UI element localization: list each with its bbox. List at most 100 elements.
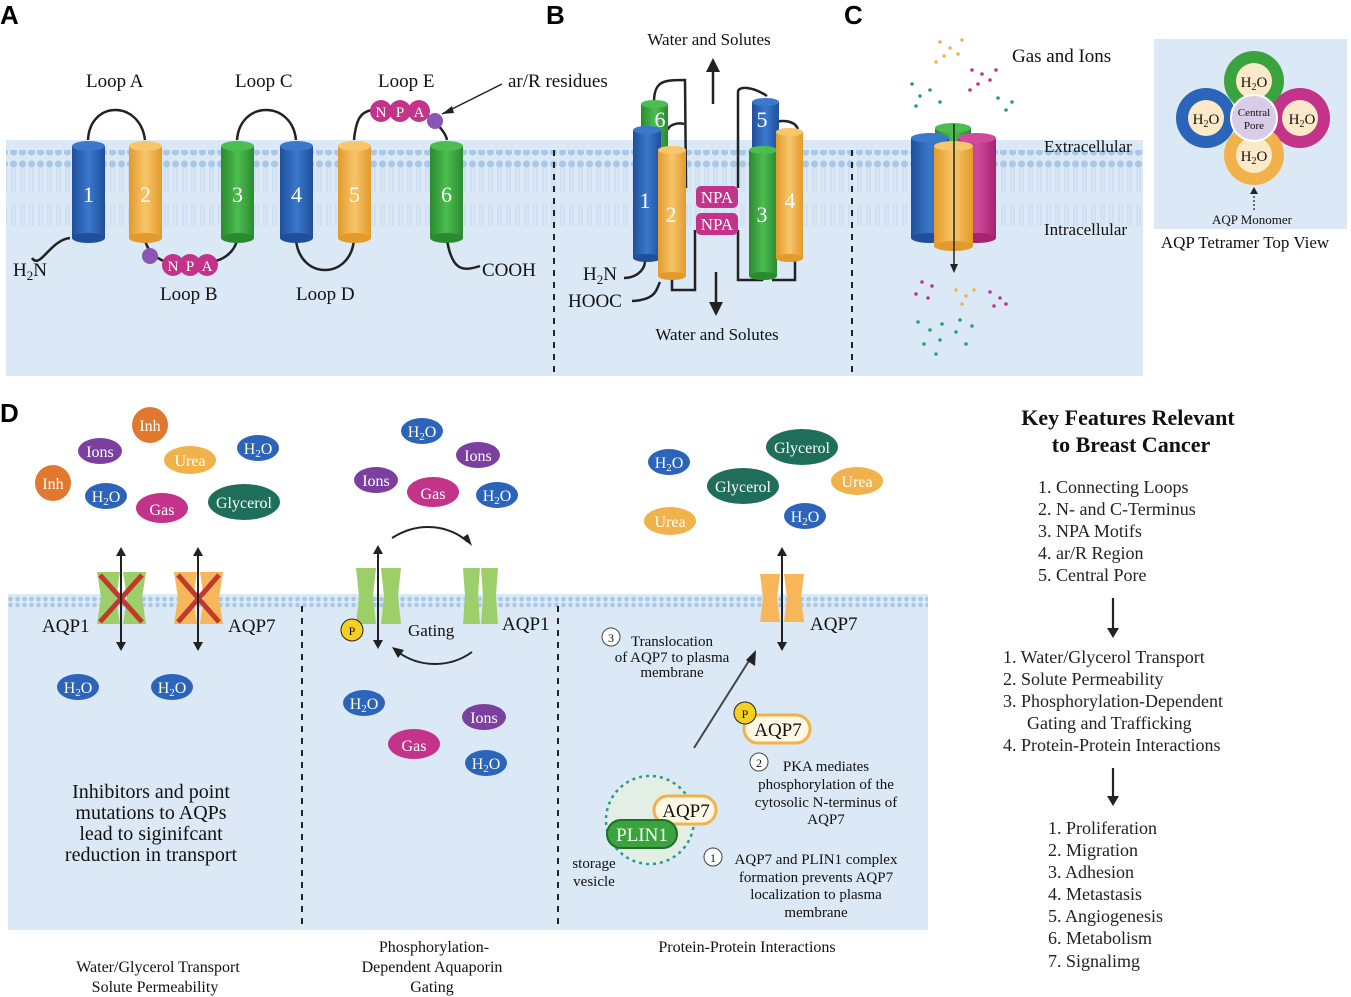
caption-sub2-line-3: Gating xyxy=(410,979,454,996)
list1-item: 5. Central Pore xyxy=(1038,565,1146,585)
svg-text:1: 1 xyxy=(83,182,94,207)
npa-box-top: NPA xyxy=(696,186,738,208)
svg-text:A: A xyxy=(202,259,213,275)
svg-text:P: P xyxy=(349,624,356,638)
svg-text:2: 2 xyxy=(666,202,677,227)
water-molecule: H2O xyxy=(465,750,507,776)
caption-sub2-line-1: Phosphorylation- xyxy=(379,939,489,956)
n-terminus-label: H2N xyxy=(13,260,47,283)
svg-text:Urea: Urea xyxy=(654,514,685,531)
water-molecule: H2O xyxy=(237,435,279,461)
aqp1-open-channel: P xyxy=(340,545,401,649)
svg-text:2: 2 xyxy=(140,182,151,207)
svg-text:Gas: Gas xyxy=(150,502,175,519)
svg-text:H2O: H2O xyxy=(64,680,93,699)
svg-text:H2O: H2O xyxy=(1289,112,1316,130)
helix-3: 3 xyxy=(221,141,254,243)
svg-text:5: 5 xyxy=(757,107,768,132)
svg-text:Ions: Ions xyxy=(464,448,492,465)
inhibitor-text-line-1: Inhibitors and point xyxy=(72,781,230,803)
list1-item: 1. Connecting Loops xyxy=(1038,477,1189,497)
step3-line-1: Translocation xyxy=(631,634,713,650)
svg-text:H2O: H2O xyxy=(1241,75,1268,93)
aqp-tetramer-side-view xyxy=(911,123,996,273)
list2-item: 1. Water/Glycerol Transport xyxy=(1003,647,1205,667)
svg-text:H2O: H2O xyxy=(472,756,501,775)
list3-item: 2. Migration xyxy=(1048,840,1138,860)
svg-text:4: 4 xyxy=(291,182,302,207)
glycerol-molecule: Glycerol xyxy=(208,484,280,520)
gas-molecule: Gas xyxy=(388,729,440,759)
svg-text:A: A xyxy=(414,105,425,121)
water-molecule: H2O xyxy=(401,418,443,444)
ppi-subpanel: Glycerol H2O Glycerol Urea H2O Urea AQP7… xyxy=(572,429,898,956)
ar-r-residues-label: ar/R residues xyxy=(508,71,608,92)
loop-e-label: Loop E xyxy=(378,71,434,92)
aqp1-channel-blocked xyxy=(97,547,146,651)
storage-label-line-1: storage xyxy=(572,856,616,872)
panel-b-top-label: Water and Solutes xyxy=(647,30,770,49)
step1-line-3: localization to plasma xyxy=(750,887,882,903)
svg-text:NPA: NPA xyxy=(701,215,734,234)
svg-text:H2O: H2O xyxy=(92,489,121,508)
svg-text:1: 1 xyxy=(640,188,651,213)
svg-text:PLIN1: PLIN1 xyxy=(616,825,668,846)
helix-4-b: 4 xyxy=(776,128,803,262)
key-features-title-2: to Breast Cancer xyxy=(1052,432,1211,457)
svg-text:Pore: Pore xyxy=(1244,120,1264,132)
urea-molecule: Urea xyxy=(644,507,696,535)
svg-text:H2O: H2O xyxy=(158,680,187,699)
svg-text:NPA: NPA xyxy=(701,188,734,207)
svg-text:3: 3 xyxy=(608,631,614,645)
svg-text:H2O: H2O xyxy=(1193,112,1220,130)
inhibitor-text-line-4: reduction in transport xyxy=(65,844,238,866)
svg-text:Ions: Ions xyxy=(362,473,390,490)
panel-c-pore: Gas and Ions Extracellular Intracellular xyxy=(910,38,1132,356)
aqp1-label-sub1: AQP1 xyxy=(42,616,90,637)
aqp7-membrane-channel xyxy=(760,547,804,651)
panel-label-d: D xyxy=(0,398,19,428)
svg-text:H2O: H2O xyxy=(350,696,379,715)
helix-2: 2 xyxy=(129,141,162,243)
caption-sub1-line-2: Solute Permeability xyxy=(92,979,219,996)
svg-text:H2O: H2O xyxy=(408,424,437,443)
ions-molecule: Ions xyxy=(462,704,506,730)
gas-ion-dots-bottom xyxy=(914,280,1008,356)
svg-text:P: P xyxy=(396,105,404,121)
step3-line-2: of AQP7 to plasma xyxy=(615,650,730,666)
svg-text:Glycerol: Glycerol xyxy=(216,495,273,512)
svg-text:3: 3 xyxy=(232,182,243,207)
svg-text:4: 4 xyxy=(785,188,796,213)
svg-text:Ions: Ions xyxy=(470,710,498,727)
inh-molecule: Inh xyxy=(35,465,71,501)
loop-d-label: Loop D xyxy=(296,284,355,305)
gas-ion-dots-top xyxy=(910,38,1014,112)
water-molecule: H2O xyxy=(784,503,826,529)
urea-molecule: Urea xyxy=(831,467,883,495)
storage-label-line-2: vesicle xyxy=(573,874,615,890)
ions-molecule: Ions xyxy=(456,442,500,468)
svg-text:Inh: Inh xyxy=(42,476,63,493)
storage-vesicle: AQP7 PLIN1 xyxy=(604,774,718,866)
step3-line-3: membrane xyxy=(640,665,704,681)
step2-line-3: cytosolic N-terminus of xyxy=(755,795,897,811)
urea-molecule: Urea xyxy=(164,446,216,474)
helix-6: 6 xyxy=(430,141,463,243)
svg-text:6: 6 xyxy=(441,182,452,207)
svg-text:H2O: H2O xyxy=(791,509,820,528)
top-view-title: AQP Tetramer Top View xyxy=(1161,233,1330,252)
svg-text:H2O: H2O xyxy=(483,488,512,507)
svg-text:Urea: Urea xyxy=(841,474,872,491)
ions-molecule: Ions xyxy=(354,467,398,493)
list1-item: 3. NPA Motifs xyxy=(1038,521,1142,541)
svg-text:H2O: H2O xyxy=(655,455,684,474)
aqp1-label-sub2: AQP1 xyxy=(502,614,550,635)
aqp7-label-sub1: AQP7 xyxy=(228,616,276,637)
helix-1-b: 1 xyxy=(633,126,661,262)
list3-item: 4. Metastasis xyxy=(1048,884,1142,904)
panel-label-b: B xyxy=(546,0,565,30)
svg-text:Gas: Gas xyxy=(421,486,446,503)
svg-text:N: N xyxy=(376,105,387,121)
water-molecule: H2O xyxy=(343,690,385,716)
svg-text:Inh: Inh xyxy=(139,418,160,435)
